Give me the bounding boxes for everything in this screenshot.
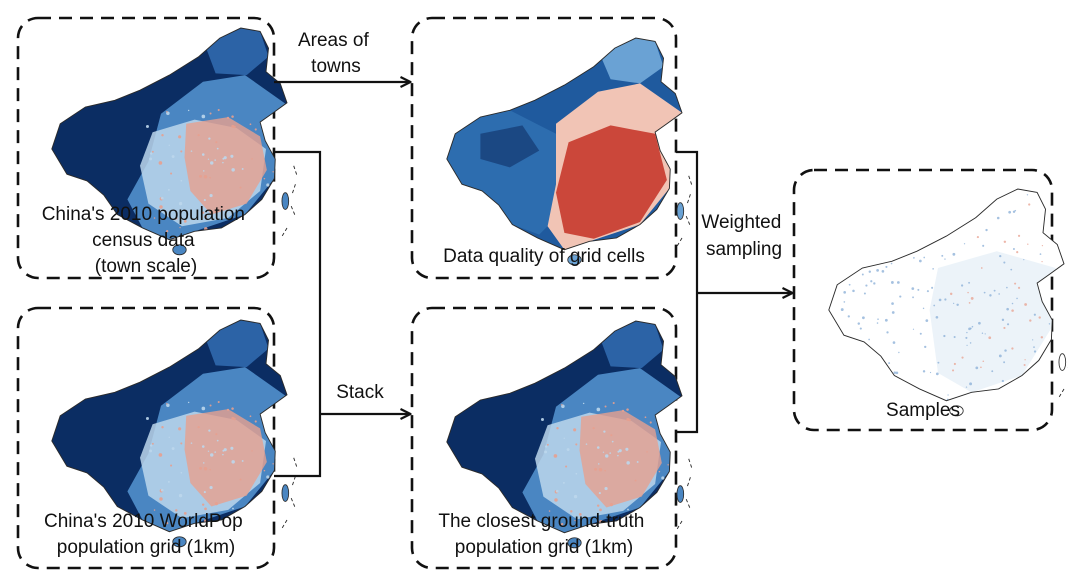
quality-map	[446, 37, 693, 266]
census-box	[16, 16, 276, 280]
weighted-sampling-connector	[676, 150, 792, 434]
closest-map	[446, 320, 693, 549]
census-caption: China's 2010 population census data (tow…	[42, 204, 251, 277]
closest-caption: The closest ground-truth population grid…	[438, 511, 649, 558]
samples-map	[828, 188, 1068, 417]
weighted-sampling-label: Weighted sampling	[701, 212, 786, 260]
samples-caption: Samples	[886, 400, 960, 421]
quality-caption: Data quality of grid cells	[443, 246, 645, 267]
quality-box	[410, 16, 678, 280]
stack-label: Stack	[336, 382, 384, 403]
census-map	[51, 27, 298, 256]
worldpop-box	[16, 306, 276, 570]
worldpop-caption: China's 2010 WorldPop population grid (1…	[44, 511, 248, 558]
areas-of-towns-label: Areas of towns	[298, 30, 374, 77]
closest-box	[410, 306, 678, 570]
worldpop-map	[51, 319, 298, 548]
samples-box	[792, 168, 1054, 432]
stack-connector	[274, 150, 410, 478]
